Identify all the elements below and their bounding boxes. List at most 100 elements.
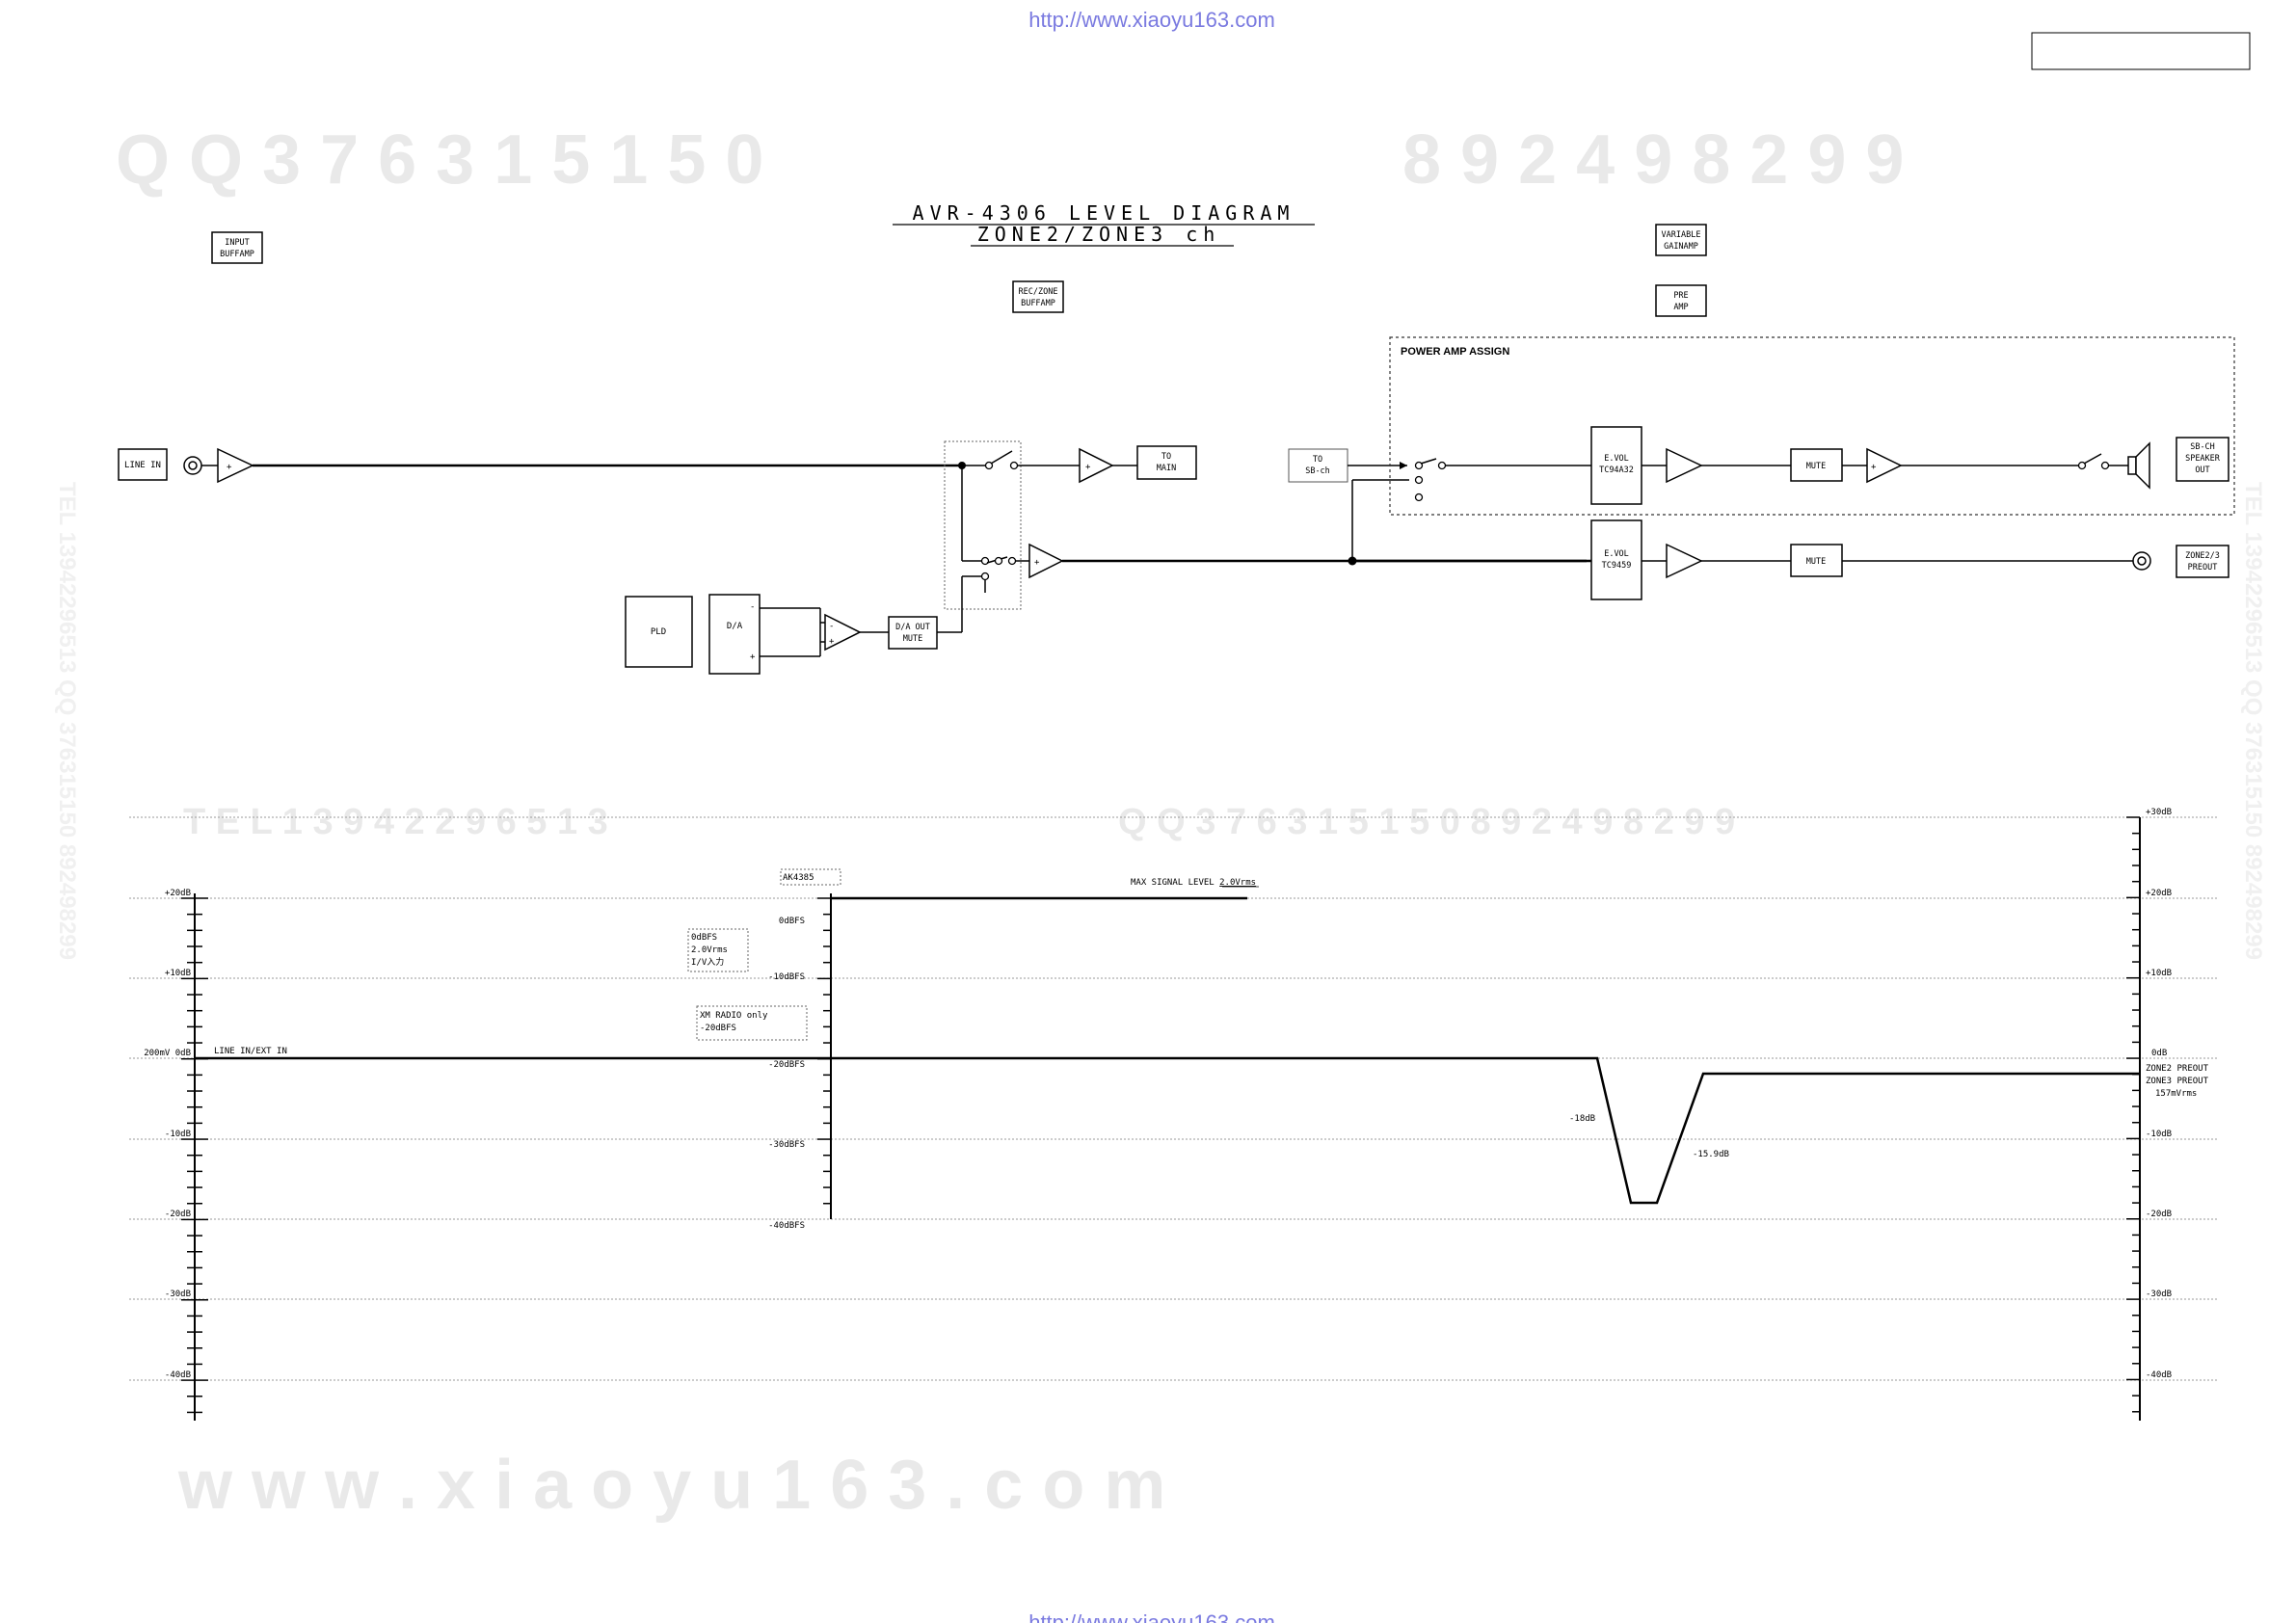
power-amp-icon (1866, 447, 1903, 484)
svg-text:TC9459: TC9459 (1602, 561, 1632, 571)
svg-text:E.VOL: E.VOL (1604, 454, 1629, 464)
mid-axis-ticks (817, 897, 831, 1205)
evol-tc94a32-block: E.VOL TC94A32 (1590, 426, 1642, 505)
svg-text:PLD: PLD (651, 627, 666, 637)
watermark-side-left: TEL 13942296513 QQ 376315150 892498299 (54, 482, 80, 960)
diagram-title-line2: ZONE2/ZONE3 ch (977, 223, 1221, 246)
svg-text:TO: TO (1161, 452, 1171, 462)
arrow-icon (1400, 462, 1407, 469)
ak4385-label: AK4385 (783, 873, 814, 883)
watermark-side-right: TEL 13942296513 QQ 376315150 892498299 (2240, 482, 2266, 960)
svg-text:XM RADIO only: XM RADIO only (700, 1011, 768, 1021)
speaker-icon (2127, 441, 2150, 490)
note-xm-radio: XM RADIO only -20dBFS (696, 1005, 808, 1041)
svg-text:MUTE: MUTE (903, 634, 922, 644)
right-axis-label: -30dB (2146, 1290, 2172, 1299)
pld-block: PLD (625, 596, 693, 668)
svg-text:AMP: AMP (1673, 303, 1688, 312)
line-in-ext-in-label: LINE IN/EXT IN (214, 1047, 287, 1056)
svg-text:PRE: PRE (1673, 291, 1688, 301)
note-0dbfs: 0dBFS 2.0Vrms I/V入力 (687, 928, 749, 972)
zone-preout-block: ZONE2/3 PREOUT (2176, 545, 2229, 578)
svg-text:TO: TO (1313, 455, 1322, 465)
watermark-qq-right: 8 9 2 4 9 8 2 9 9 (1402, 121, 1904, 199)
watermark-qq-left: Q Q 3 7 6 3 1 5 1 5 0 (116, 121, 763, 199)
svg-text:MUTE: MUTE (1806, 462, 1826, 471)
zone-buffamp-icon (1028, 543, 1064, 579)
power-amp-assign-frame (1389, 336, 2235, 516)
switch-lever-icon (990, 450, 1013, 465)
to-main-block: TO MAIN (1136, 445, 1197, 480)
input-buffamp-icon (217, 447, 254, 484)
watermark-www: w w w . x i a o y u 1 6 3 . c o m (177, 1447, 1165, 1524)
right-axis-label: -10dB (2146, 1130, 2172, 1139)
pre-amp-label: PRE AMP (1655, 284, 1707, 317)
svg-text:ZONE3 PREOUT: ZONE3 PREOUT (2146, 1077, 2209, 1086)
title-block-frame (2031, 32, 2251, 70)
power-amp-assign-label: POWER AMP ASSIGN (1401, 346, 1509, 358)
right-axis-label: +10dB (2146, 969, 2172, 978)
svg-text:E.VOL: E.VOL (1604, 549, 1629, 559)
svg-text:LINE IN: LINE IN (124, 461, 161, 470)
da-block: D/A - + (708, 594, 761, 675)
svg-text:157mVrms: 157mVrms (2155, 1089, 2197, 1099)
minus-18db-label: -18dB (1569, 1114, 1595, 1124)
watermark-url-bottom: http://www.xiaoyu163.com (1028, 1610, 1275, 1623)
svg-text:+: + (227, 463, 232, 472)
evol-tc9459-block: E.VOL TC9459 (1590, 519, 1642, 600)
svg-text:-: - (829, 622, 834, 631)
svg-text:SB-ch: SB-ch (1305, 466, 1330, 476)
rec-zone-buffamp-label: REC/ZONE BUFFAMP (1012, 280, 1064, 313)
right-axis-label: 0dB (2151, 1049, 2167, 1058)
left-axis-label: -10dB (165, 1130, 191, 1139)
watermark-url-top: http://www.xiaoyu163.com (1028, 8, 1275, 32)
svg-text:-: - (750, 602, 755, 612)
speaker-relay-icon (2077, 461, 2087, 470)
da-out-mute-block: D/A OUT MUTE (888, 616, 938, 650)
svg-text:D/A: D/A (727, 622, 743, 631)
svg-text:MUTE: MUTE (1806, 557, 1826, 567)
dbfs-axis-label: -30dBFS (768, 1140, 805, 1150)
svg-text:REC/ZONE: REC/ZONE (1019, 287, 1058, 297)
mute-block-upper: MUTE (1790, 448, 1843, 482)
right-axis-label: +20dB (2146, 889, 2172, 898)
minus-15-9db-label: -15.9dB (1693, 1150, 1729, 1159)
input-selector-frame (944, 440, 1022, 610)
left-axis-label: +10dB (165, 969, 191, 978)
left-axis-label: -40dB (165, 1370, 191, 1380)
watermark-qq-mid: Q Q 3 7 6 3 1 5 1 5 0 8 9 2 4 9 8 2 9 9 (1118, 802, 1735, 842)
svg-text:GAINAMP: GAINAMP (1664, 242, 1698, 252)
max-signal-label: MAX SIGNAL LEVEL 2.0Vrms (1131, 878, 1256, 888)
variable-gainamp-label: VARIABLE GAINAMP (1655, 224, 1707, 256)
svg-text:0dBFS: 0dBFS (691, 933, 717, 943)
svg-text:+: + (1034, 558, 1040, 568)
right-axis-ticks (2126, 816, 2140, 1413)
dbfs-axis-label: 0dBFS (779, 917, 805, 926)
left-axis-ticks (181, 897, 208, 1414)
dbfs-axis-label: -10dBFS (768, 972, 805, 982)
right-axis-label: -20dB (2146, 1210, 2172, 1219)
svg-text:+: + (829, 637, 835, 647)
input-buffamp-label: INPUT BUFFAMP (211, 231, 263, 264)
svg-text:+: + (1871, 463, 1877, 472)
preout-level-label: ZONE2 PREOUT ZONE3 PREOUT 157mVrms (2146, 1064, 2209, 1099)
svg-text:SPEAKER: SPEAKER (2185, 454, 2221, 464)
rec-zone-buffamp-icon (1079, 447, 1114, 484)
svg-text:2.0Vrms: 2.0Vrms (691, 945, 728, 955)
svg-text:ZONE2 PREOUT: ZONE2 PREOUT (2146, 1064, 2209, 1074)
svg-text:INPUT: INPUT (225, 238, 250, 248)
to-sb-block: TO SB-ch (1288, 448, 1348, 483)
svg-text:+: + (1085, 463, 1091, 472)
mute-block-lower: MUTE (1790, 544, 1843, 577)
svg-text:MAIN: MAIN (1157, 464, 1176, 473)
left-axis-label: -30dB (165, 1290, 191, 1299)
right-axis-label: -40dB (2146, 1370, 2172, 1380)
svg-text:OUT: OUT (2195, 466, 2209, 475)
line-in-level-curve (195, 1056, 2140, 1205)
watermark-tel-mid: T E L 1 3 9 4 2 2 9 6 5 1 3 (183, 802, 608, 842)
pre-amp-icon-upper (1666, 447, 1703, 484)
left-axis-label: 200mV 0dB (144, 1049, 191, 1058)
svg-text:PREOUT: PREOUT (2188, 563, 2218, 572)
svg-text:TC94A32: TC94A32 (1599, 466, 1634, 475)
svg-text:D/A OUT: D/A OUT (895, 623, 930, 632)
